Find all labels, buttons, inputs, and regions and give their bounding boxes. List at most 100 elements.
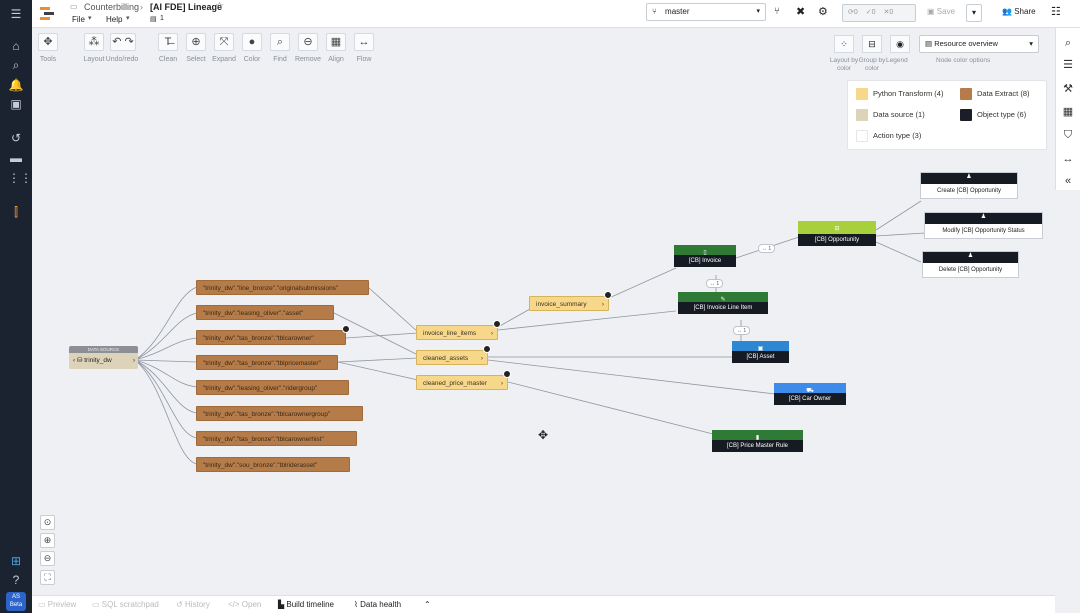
toolbar-expand-button[interactable]: ⤧Expand (212, 33, 236, 63)
toolbar-icon: ↔ (354, 33, 374, 51)
node-badge (342, 325, 350, 333)
preview-tab[interactable]: ▭ Preview (38, 600, 77, 609)
home-icon[interactable]: ⌂ (12, 39, 20, 53)
object-node-opportunity[interactable]: ⊟ [CB] Opportunity (798, 221, 876, 246)
toolbar-label: Select (186, 56, 206, 63)
toolbar-undo-redo-button[interactable]: ↶ ↷Undo/redo (106, 33, 138, 63)
action-node-modify[interactable]: ♟ Modify [CB] Opportunity Status (924, 212, 1043, 239)
extract-node[interactable]: "trinity_dw"."tas_bronze"."tblcarowner" (196, 330, 346, 345)
apps-icon[interactable]: ▣ (10, 97, 22, 111)
history-tab[interactable]: ↺ History (176, 600, 210, 609)
save-options-button[interactable]: ▾ (966, 4, 982, 22)
action-node-create[interactable]: ♟ Create [CB] Opportunity (920, 172, 1018, 199)
data-source-body: ‹ ⛁ trinity_dw › (69, 353, 138, 369)
toolbar-align-button[interactable]: ▦Align (324, 33, 348, 63)
object-node-line-item[interactable]: ✎ [CB] Invoice Line Item (678, 292, 768, 314)
expand-panel-icon[interactable]: ⌃ (424, 600, 431, 609)
lineage-icon[interactable]: ⫿ (14, 205, 18, 219)
help-icon[interactable]: ? (12, 573, 20, 587)
object-node-invoice[interactable]: ▯ [CB] Invoice (674, 245, 736, 267)
breadcrumb-parent[interactable]: Counterbilling (84, 2, 140, 12)
folder-icon[interactable]: ▬ (10, 151, 22, 165)
tools-icon[interactable]: ✖ (796, 6, 806, 18)
toolbar-remove-button[interactable]: ⊖Remove (295, 33, 321, 63)
database-icon: ⛁ (76, 357, 83, 364)
recenter-button[interactable]: ⊙ (40, 515, 55, 530)
toolbar-icon: T̶ (158, 33, 178, 51)
transform-node[interactable]: cleaned_price_master› (416, 375, 508, 390)
check-count: 0 (871, 9, 876, 16)
branch-selector[interactable]: ⑂ master ▾ (646, 3, 766, 21)
build-timeline-tab[interactable]: ▙ Build timeline (278, 600, 334, 609)
object-node-car-owner[interactable]: ⛟ [CB] Car Owner (774, 383, 846, 405)
toolbar-select-button[interactable]: ⊕Select (184, 33, 208, 63)
data-source-name: trinity_dw (84, 357, 112, 364)
transform-node[interactable]: invoice_line_items› (416, 325, 498, 340)
transform-node[interactable]: invoice_summary› (529, 296, 609, 311)
toolbar-icon: ● (242, 33, 262, 51)
share-button[interactable]: 👥 Share (1002, 7, 1036, 16)
list-icon[interactable]: ☷ (1051, 6, 1061, 18)
legend-button[interactable]: ◉ (890, 35, 910, 53)
edge (337, 361, 419, 381)
toolbar-clean-button[interactable]: T̶Clean (156, 33, 180, 63)
menu-help[interactable]: Help (106, 15, 123, 24)
extract-node[interactable]: "trinity_dw"."leasing_oliver"."asset" (196, 305, 334, 320)
transform-label: invoice_line_items (423, 330, 477, 337)
branch-name: master (665, 7, 690, 16)
notifications-icon[interactable]: 🔔 (8, 78, 24, 92)
transform-label: cleaned_assets (423, 355, 469, 362)
open-tab[interactable]: </> Open (228, 600, 262, 609)
calendar-icon[interactable]: ▦ (1062, 106, 1074, 118)
layout-by-color-button[interactable]: ⁘ (834, 35, 854, 53)
eye-icon: ◉ (896, 39, 904, 49)
shield-icon[interactable]: ⛉ (1063, 129, 1073, 141)
search-icon[interactable]: ⌕ (12, 58, 20, 72)
star-icon[interactable]: ☆ (215, 1, 224, 12)
zoom-out-button[interactable]: ⊖ (40, 551, 55, 566)
extract-node[interactable]: "trinity_dw"."line_bronze"."originalsubm… (196, 280, 369, 295)
toolbar-flow-button[interactable]: ↔Flow (352, 33, 376, 63)
transform-node[interactable]: cleaned_assets› (416, 350, 488, 365)
toolbar-layout-button[interactable]: ⁂Layout (82, 33, 106, 63)
list-icon[interactable]: ☰ (1063, 59, 1073, 71)
group-by-color-button[interactable]: ⊟ (862, 35, 882, 53)
toolbar-color-button[interactable]: ●Color (240, 33, 264, 63)
fit-button[interactable]: ⛶ (40, 570, 55, 585)
toolbar-tools-button[interactable]: ✥Tools (36, 33, 60, 63)
collapse-icon[interactable]: « (1064, 175, 1072, 187)
extract-node[interactable]: "trinity_dw"."tas_bronze"."tblcarownerhi… (196, 431, 357, 446)
zoom-in-button[interactable]: ⊕ (40, 533, 55, 548)
extract-node[interactable]: "trinity_dw"."tas_bronze"."tblpricemaste… (196, 355, 338, 370)
hammer-icon[interactable]: ⚒ (1063, 83, 1073, 95)
menu-file[interactable]: File (72, 15, 85, 24)
extract-node[interactable]: "trinity_dw"."sou_bronze"."tblriderasset… (196, 457, 350, 472)
toolbar-label: Find (273, 56, 287, 63)
pulse-icon: ⌇ (354, 600, 358, 609)
node-color-dropdown[interactable]: ▤ Resource overview ▾ (919, 35, 1039, 53)
data-source-node[interactable]: DATA SOURCE ‹ ⛁ trinity_dw › (69, 346, 138, 369)
sql-tab[interactable]: ▭ SQL scratchpad (92, 600, 159, 609)
action-node-delete[interactable]: ♟ Delete [CB] Opportunity (922, 251, 1019, 278)
arrows-icon[interactable]: ↔ (1062, 153, 1074, 165)
save-button[interactable]: ▣ Save (922, 4, 964, 22)
data-health-tab[interactable]: ⌇ Data health (354, 600, 401, 609)
branch-graph-icon[interactable]: ⑂ (774, 6, 780, 17)
conflict-count: 0 (853, 9, 858, 16)
history-icon[interactable]: ↺ (10, 131, 22, 145)
legend-label: Python Transform (4) (873, 88, 944, 98)
gear-icon[interactable]: ⚙ (818, 6, 828, 18)
network-icon[interactable]: ⊞ (10, 554, 22, 568)
extract-node[interactable]: "trinity_dw"."tas_bronze"."tblcarownergr… (196, 406, 363, 421)
right-sidebar: ⌕ ☰ ⚒ ▦ ⛉ ↔ « (1055, 28, 1080, 190)
extract-node[interactable]: "trinity_dw"."leasing_oliver"."ridergrou… (196, 380, 349, 395)
legend-label: Data source (1) (873, 109, 925, 119)
menu-icon[interactable]: ☰ (10, 7, 22, 21)
edge (134, 359, 198, 465)
object-node-price-master[interactable]: ▮ [CB] Price Master Rule (712, 430, 803, 452)
object-node-asset[interactable]: ▣ [CB] Asset (732, 341, 789, 363)
user-avatar[interactable]: AS Beta (6, 592, 26, 611)
search-icon[interactable]: ⌕ (1064, 37, 1072, 49)
toolbar-find-button[interactable]: ⌕Find (268, 33, 292, 63)
edge (345, 332, 419, 339)
